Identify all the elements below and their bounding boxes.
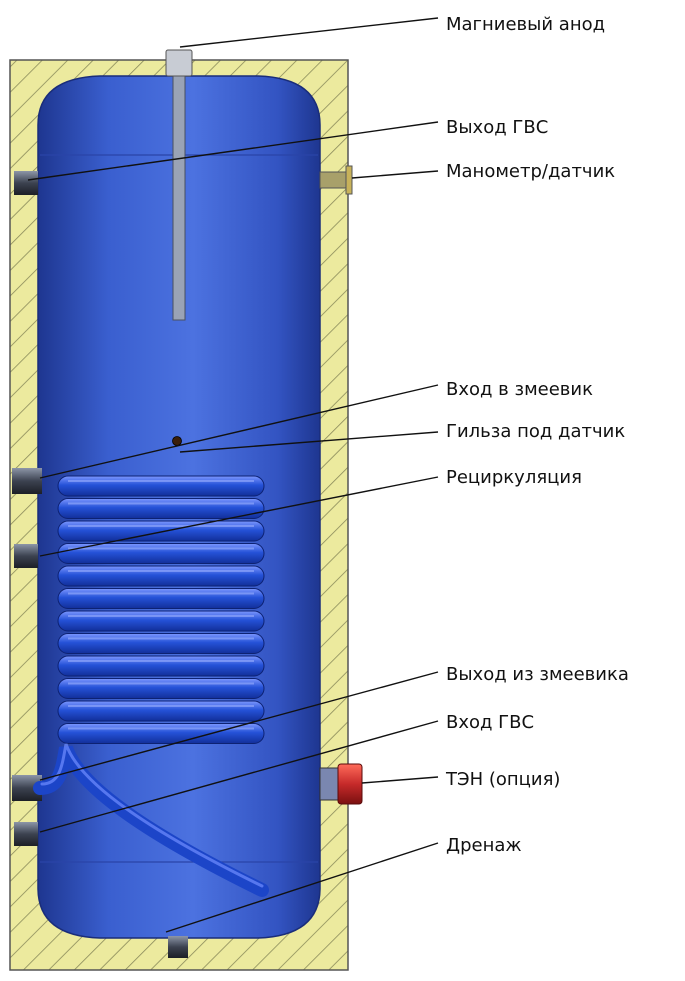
heat-exchanger-coil	[57, 475, 265, 744]
heater-flange	[337, 763, 363, 805]
leader-recirc	[39, 476, 439, 557]
leader-coil-in	[39, 384, 439, 479]
cold-inlet-nozzle	[14, 822, 38, 846]
label-gauge: Манометр/датчик	[446, 161, 615, 182]
coil-turn	[57, 588, 265, 609]
leader-heater	[361, 776, 439, 784]
label-cold-in: Вход ГВС	[446, 712, 534, 733]
coil-turn	[57, 700, 265, 722]
label-anode: Магниевый анод	[446, 14, 605, 35]
anode-rod	[172, 71, 186, 321]
label-sleeve: Гильза под датчик	[446, 421, 625, 442]
coil-turn	[57, 655, 265, 677]
coil-turn	[57, 610, 265, 632]
label-coil-out: Выход из змеевика	[446, 664, 629, 685]
leader-anode	[179, 17, 439, 48]
leader-hot-out	[27, 121, 439, 181]
label-coil-in: Вход в змеевик	[446, 379, 593, 400]
coil-turn	[57, 678, 265, 699]
leader-cold-in	[39, 720, 439, 833]
coil-turn	[57, 498, 265, 519]
coil-turn	[57, 633, 265, 654]
gauge-flange	[345, 165, 353, 195]
leader-drain	[165, 842, 439, 933]
leader-lines	[27, 17, 439, 933]
coil-turn	[57, 723, 265, 744]
drain-nozzle	[168, 936, 188, 958]
sensor-sleeve-dot	[172, 436, 182, 446]
heater-port	[319, 767, 339, 801]
label-heater: ТЭН (опция)	[445, 769, 560, 790]
leader-sleeve	[179, 431, 439, 453]
leader-coil-out	[39, 671, 439, 781]
label-drain: Дренаж	[446, 835, 522, 856]
anode-cap	[165, 49, 193, 77]
leader-gauge	[351, 170, 439, 179]
coil-turn	[57, 475, 265, 497]
recirculation-nozzle	[14, 544, 38, 568]
hot-outlet-nozzle	[14, 171, 38, 195]
label-hot-out: Выход ГВС	[446, 117, 548, 138]
label-recirc: Рециркуляция	[446, 467, 582, 488]
gauge-nozzle	[319, 171, 349, 189]
coil-turn	[57, 565, 265, 587]
coil-turn	[57, 520, 265, 542]
coil-return-pipe	[33, 745, 269, 897]
